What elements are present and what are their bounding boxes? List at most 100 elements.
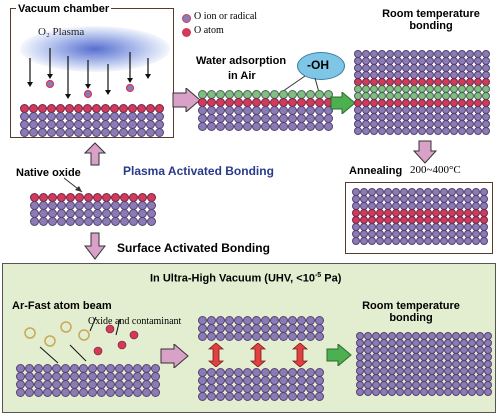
purple-atom <box>315 122 324 131</box>
ion-arrowhead <box>105 90 111 95</box>
purple-atom <box>225 122 234 131</box>
purple-atom <box>432 237 440 245</box>
purple-atom <box>364 388 372 396</box>
purple-atom <box>436 388 444 396</box>
arrow-sab-to-activated <box>160 344 189 368</box>
purple-atom <box>129 217 138 226</box>
purple-atom <box>234 332 243 341</box>
purple-atom <box>279 392 288 401</box>
purple-atom <box>270 122 279 131</box>
native-oxide-pointer <box>63 177 83 193</box>
purple-atom <box>306 122 315 131</box>
purple-atom <box>356 388 364 396</box>
oh-label: -OH <box>307 58 329 72</box>
purple-atom <box>360 237 368 245</box>
purple-atom <box>297 122 306 131</box>
purple-atom <box>464 237 472 245</box>
arrow-plasma-to-adsorption <box>172 88 201 112</box>
purple-atom <box>102 217 111 226</box>
purple-atom <box>243 392 252 401</box>
purple-atom <box>207 122 216 131</box>
purple-atom <box>354 127 362 135</box>
purple-atom <box>378 127 386 135</box>
arrow-native-to-chamber <box>84 142 106 166</box>
room-temp-top-line2: bonding <box>409 20 453 32</box>
purple-atom <box>400 237 408 245</box>
uhv-title: In Ultra-High Vacuum (UHV, <10-5 Pa) <box>150 272 341 285</box>
purple-atom <box>410 127 418 135</box>
legend-ion-dot <box>182 14 191 23</box>
purple-atom <box>420 388 428 396</box>
purple-atom <box>137 128 146 137</box>
purple-atom <box>428 388 436 396</box>
purple-atom <box>25 388 34 397</box>
oxide-contaminant-label: Oxide and contaminant <box>88 316 182 327</box>
purple-atom <box>207 332 216 341</box>
purple-atom <box>315 332 324 341</box>
purple-atom <box>92 128 101 137</box>
room-temp-bottom-line2: bonding <box>389 312 433 324</box>
purple-atom <box>458 127 466 135</box>
purple-atom <box>418 127 426 135</box>
purple-atom <box>38 128 47 137</box>
plasma-cloud <box>20 26 170 72</box>
ar-atom <box>78 329 90 341</box>
purple-atom <box>306 332 315 341</box>
beam-arrow <box>39 346 59 364</box>
purple-atom <box>482 127 490 135</box>
purple-atom <box>440 237 448 245</box>
uhv-title-unit: Pa) <box>321 272 342 285</box>
purple-atom <box>474 127 482 135</box>
arrow-sab-to-bonded <box>326 344 352 366</box>
contaminant-atom <box>117 340 127 350</box>
annealing-label: Annealing <box>349 165 403 177</box>
room-temp-bonding-top-label: Room temperature bonding <box>376 8 486 32</box>
purple-atom <box>402 127 410 135</box>
purple-atom <box>424 237 432 245</box>
ar-atom <box>44 335 56 347</box>
beam-arrow <box>69 344 87 362</box>
purple-atom <box>110 128 119 137</box>
purple-atom <box>83 128 92 137</box>
purple-atom <box>412 388 420 396</box>
annealing-range: 200~400°C <box>410 164 461 176</box>
purple-atom <box>88 388 97 397</box>
purple-atom <box>450 127 458 135</box>
purple-atom <box>97 388 106 397</box>
purple-atom <box>243 122 252 131</box>
purple-atom <box>386 127 394 135</box>
beam-arrow <box>89 316 97 332</box>
purple-atom <box>480 237 488 245</box>
purple-atom <box>261 332 270 341</box>
plasma-activated-bonding-label: Plasma Activated Bonding <box>123 164 274 178</box>
purple-atom <box>61 388 70 397</box>
purple-atom <box>362 127 370 135</box>
room-temp-bottom-line1: Room temperature <box>362 300 460 312</box>
purple-atom <box>279 332 288 341</box>
purple-atom <box>408 237 416 245</box>
purple-atom <box>484 388 492 396</box>
purple-atom <box>75 217 84 226</box>
purple-atom <box>426 127 434 135</box>
arrow-adsorption-to-bonding <box>330 92 356 114</box>
water-adsorption-label: Water adsorption <box>196 55 286 67</box>
purple-atom <box>460 388 468 396</box>
purple-atom <box>261 392 270 401</box>
o2-plasma-label: O₂ Plasma <box>38 26 85 38</box>
water-adsorption-line1: Water adsorption <box>196 55 287 67</box>
purple-atom <box>234 122 243 131</box>
purple-atom <box>372 388 380 396</box>
purple-atom <box>468 388 476 396</box>
purple-atom <box>120 217 129 226</box>
purple-atom <box>155 128 164 137</box>
purple-atom <box>448 237 456 245</box>
legend-atom-label: O atom <box>194 25 224 36</box>
purple-atom <box>368 237 376 245</box>
purple-atom <box>288 122 297 131</box>
room-temp-bonding-bottom-label: Room temperature bonding <box>356 300 466 324</box>
purple-atom <box>65 128 74 137</box>
ion-particle <box>125 83 135 93</box>
ion-particle <box>45 79 55 89</box>
plasma-ion-arrows <box>27 48 151 99</box>
purple-atom <box>392 237 400 245</box>
